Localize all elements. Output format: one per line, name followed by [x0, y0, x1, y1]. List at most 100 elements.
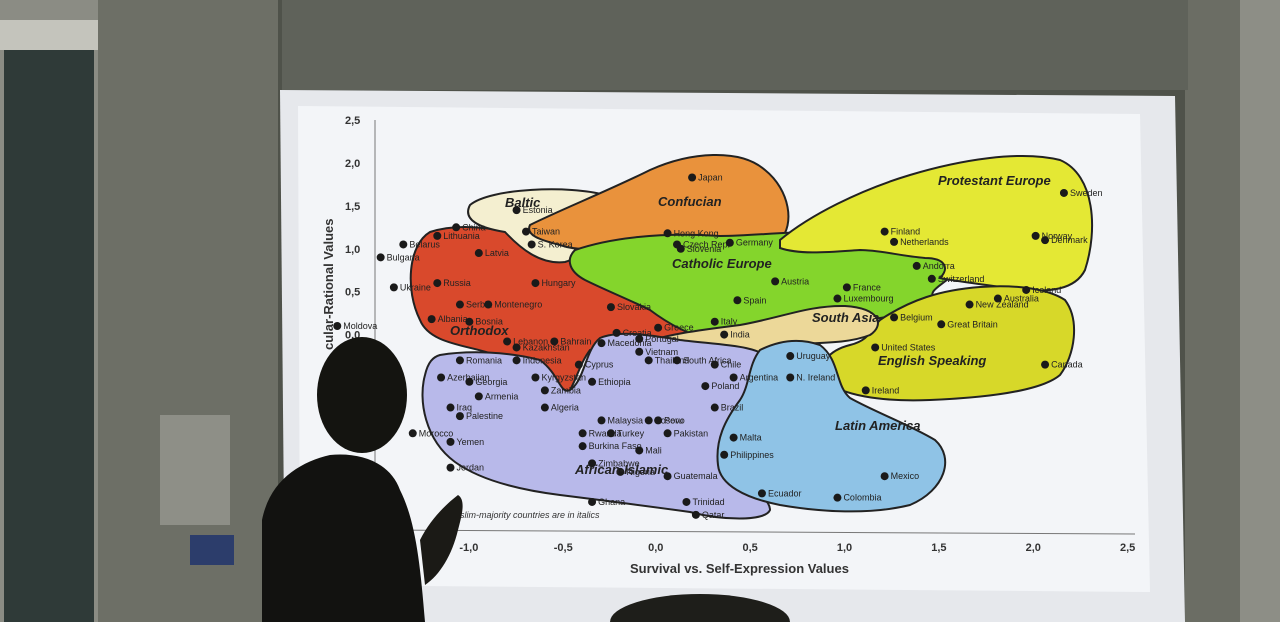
- country-label: Croatia: [623, 328, 652, 338]
- right-pillar: [1240, 0, 1280, 622]
- country-label: Norway: [1042, 231, 1073, 241]
- country-label: Japan: [698, 173, 723, 183]
- country-label: Hungary: [541, 278, 576, 288]
- country-point: [729, 433, 738, 442]
- country-point: [455, 356, 464, 365]
- country-label: Italy: [721, 317, 738, 327]
- country-point: [1041, 360, 1050, 369]
- country-label: Bahrain: [560, 336, 591, 346]
- country-point: [644, 356, 653, 365]
- country-point: [663, 472, 672, 481]
- country-point: [927, 274, 936, 283]
- country-label: Guatemala: [674, 471, 718, 481]
- region-label-orthodox: Orthodox: [450, 323, 509, 338]
- country-label: Poland: [711, 381, 739, 391]
- country-label: Czech Rep.: [683, 239, 730, 249]
- country-label: Canada: [1051, 360, 1083, 370]
- country-point: [531, 279, 540, 288]
- country-point: [527, 240, 536, 249]
- country-point: [912, 261, 921, 270]
- y-tick-label: 0,5: [345, 287, 360, 299]
- country-point: [574, 360, 583, 369]
- country-point: [729, 373, 738, 382]
- country-point: [676, 244, 685, 253]
- country-point: [540, 386, 549, 395]
- country-point: [540, 403, 549, 412]
- country-point: [937, 320, 946, 329]
- country-point: [663, 429, 672, 438]
- country-point: [503, 337, 512, 346]
- country-point: [635, 334, 644, 343]
- country-label: Turkey: [617, 428, 645, 438]
- country-label: Brazil: [721, 403, 744, 413]
- country-label: Andorra: [923, 261, 955, 271]
- country-point: [993, 294, 1002, 303]
- country-label: Trinidad: [692, 497, 724, 507]
- country-point: [644, 416, 653, 425]
- country-label: Uruguay: [796, 351, 831, 361]
- speaker-hand: [420, 495, 463, 585]
- zone-protestant-europe: [779, 155, 1094, 292]
- country-point: [433, 279, 442, 288]
- x-tick-label: 0,5: [743, 542, 758, 554]
- country-label: Denmark: [1051, 235, 1088, 245]
- country-label: Bosnia: [475, 317, 503, 327]
- x-tick-label: 1,0: [837, 542, 852, 554]
- country-point: [446, 437, 455, 446]
- country-label: Spain: [743, 295, 766, 305]
- country-point: [408, 429, 417, 438]
- y-tick-label: 2,0: [345, 158, 360, 170]
- country-label: Montenegro: [494, 300, 542, 310]
- country-point: [512, 343, 521, 352]
- country-point: [720, 330, 729, 339]
- region-label-baltic: Baltic: [505, 195, 541, 210]
- country-point: [578, 429, 587, 438]
- country-point: [965, 300, 974, 309]
- country-point: [635, 446, 644, 455]
- country-point: [682, 497, 691, 506]
- region-label-catholic-europe: Catholic Europe: [672, 256, 772, 271]
- country-point: [389, 283, 398, 292]
- speaker-head: [317, 337, 407, 453]
- country-point: [871, 343, 880, 352]
- country-label: Mali: [645, 445, 662, 455]
- country-label: Azerbaijan: [447, 373, 490, 383]
- country-label: Macedonia: [608, 338, 652, 348]
- country-label: Kosovo: [655, 415, 685, 425]
- country-point: [880, 227, 889, 236]
- country-point: [701, 382, 710, 391]
- country-point: [673, 356, 681, 365]
- country-label: China: [462, 222, 486, 232]
- country-label: Estonia: [523, 205, 553, 215]
- country-point: [720, 450, 729, 459]
- region-label-latin-america: Latin America: [835, 418, 921, 433]
- cultural-zones: [409, 154, 1094, 520]
- country-point: [1022, 285, 1031, 294]
- region-label-confucian: Confucian: [658, 194, 722, 209]
- wall-panel: [98, 0, 278, 622]
- x-axis-line: [374, 529, 1136, 535]
- country-label: Finland: [891, 227, 921, 237]
- region-label-english-speaking: English Speaking: [878, 353, 986, 368]
- country-point: [842, 283, 851, 292]
- x-tick-label: 0,0: [648, 542, 663, 554]
- country-point: [588, 497, 597, 506]
- country-label: Russia: [443, 278, 471, 288]
- country-label: Jordan: [457, 463, 485, 473]
- zone-english-speaking: [820, 285, 1076, 402]
- country-label: Zimbabwe: [598, 458, 640, 468]
- country-point: [833, 294, 842, 303]
- y-tick-label: 1,0: [345, 244, 360, 256]
- country-label: Latvia: [485, 248, 509, 258]
- country-point: [688, 173, 697, 182]
- zone-latin-america: [716, 339, 947, 513]
- country-point: [612, 328, 621, 337]
- country-label: Georgia: [475, 377, 507, 387]
- country-point: [427, 315, 436, 324]
- y-tick-label: 2,5: [345, 115, 360, 127]
- country-point: [550, 337, 559, 346]
- country-label: Hong Kong: [674, 228, 719, 238]
- country-label: India: [730, 330, 750, 340]
- country-label: New Zealand: [976, 300, 1029, 310]
